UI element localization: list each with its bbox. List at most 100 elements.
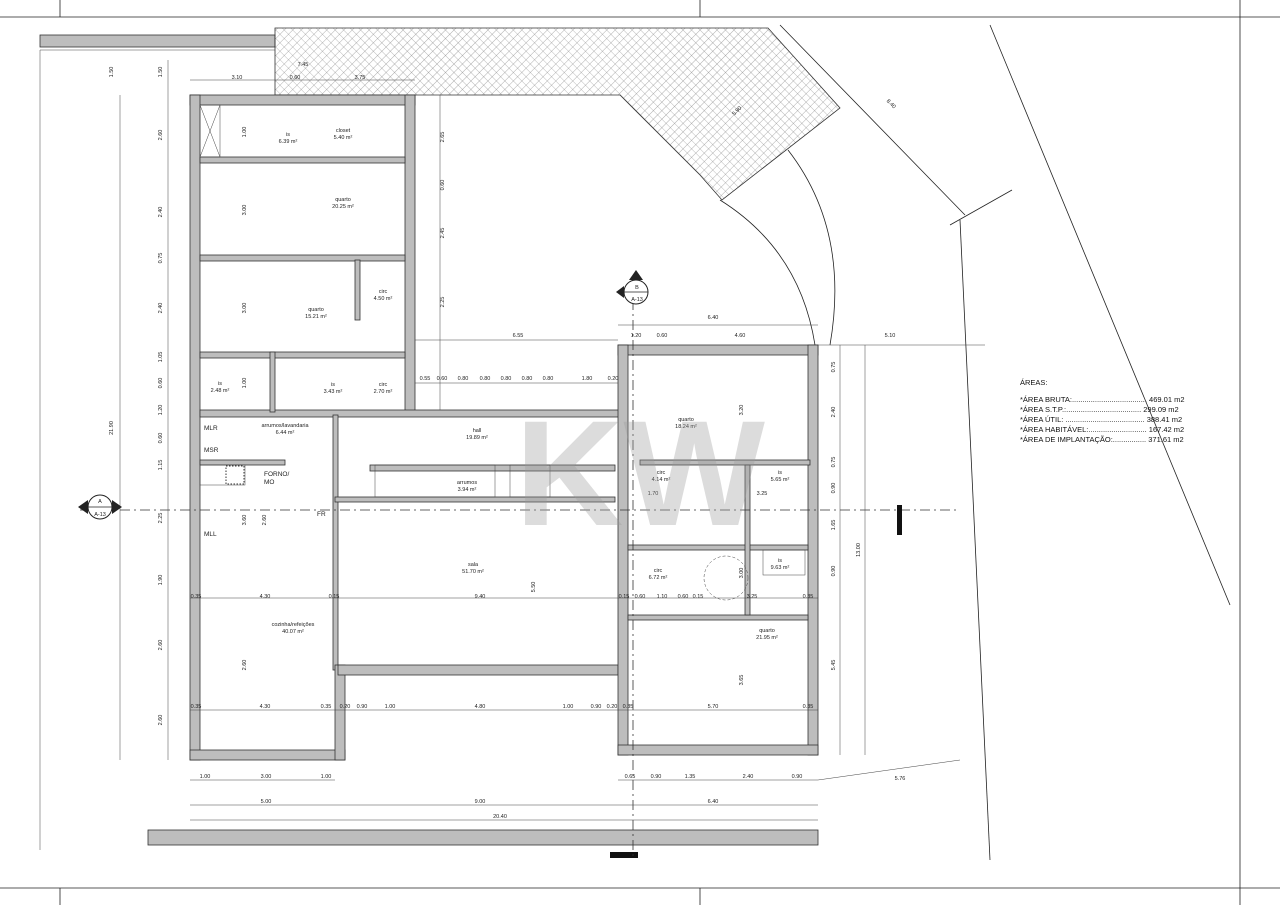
fixture-fr: FR xyxy=(317,511,326,518)
dimension-label: 9.40 xyxy=(475,594,486,600)
label: B xyxy=(635,285,639,291)
label: circ xyxy=(379,289,388,295)
fixture-mll: MLL xyxy=(204,531,217,538)
dimension-label: 1.10 xyxy=(657,594,668,600)
label: 15.21 m² xyxy=(305,314,327,320)
dimension-label: 4.30 xyxy=(260,704,271,710)
dimension-label: 7.45 xyxy=(298,62,309,68)
dimension-label: 0.90 xyxy=(357,704,368,710)
dimension-label: 0.35 xyxy=(803,704,814,710)
dimension-label: 1.70 xyxy=(648,491,659,497)
dimension-label: 0.60 xyxy=(158,378,164,389)
dimension-label: 0.80 xyxy=(480,376,491,382)
dimension-label: 0.80 xyxy=(458,376,469,382)
dimension-label: 3.20 xyxy=(739,405,745,416)
dimension-label: 0.15 xyxy=(619,594,630,600)
label: 18.24 m² xyxy=(675,424,697,430)
label: 4.14 m² xyxy=(652,477,671,483)
label: circ xyxy=(379,382,388,388)
dimension-label: 1.20 xyxy=(631,333,642,339)
dimension-label: 2.25 xyxy=(440,297,446,308)
dimension-label: 1.05 xyxy=(158,352,164,363)
dimension-label: 1.20 xyxy=(158,405,164,416)
dimension-label: 2.60 xyxy=(158,640,164,651)
dimension-label: 0.20 xyxy=(607,704,618,710)
dimension-label: 1.15 xyxy=(158,460,164,471)
label: 20.25 m² xyxy=(332,204,354,210)
dimension-label: 4.30 xyxy=(260,594,271,600)
dimension-label: 5.10 xyxy=(885,333,896,339)
label: A-13 xyxy=(94,512,106,518)
dimension-label: 0.60 xyxy=(290,75,301,81)
area-row: *ÁREA S.T.P.:...........................… xyxy=(1020,405,1179,414)
dimension-label: 5.00 xyxy=(261,799,272,805)
dimension-label: 3.00 xyxy=(242,303,248,314)
dimension-label: 0.35 xyxy=(623,704,634,710)
label: is xyxy=(218,381,222,387)
walls xyxy=(189,94,819,761)
dimension-label: 21.90 xyxy=(109,421,115,435)
label: 9.63 m² xyxy=(771,565,790,571)
label: 21.95 m² xyxy=(756,635,778,641)
dimension-label: 3.00 xyxy=(739,568,745,579)
label: cozinha/refeições xyxy=(272,622,315,628)
dimension-label: 1.00 xyxy=(563,704,574,710)
label: sala xyxy=(468,562,479,568)
fixture-forno: FORNO/ xyxy=(264,471,289,478)
turning-circle xyxy=(703,555,749,601)
areas-title: ÁREAS: xyxy=(1020,378,1048,387)
label: quarto xyxy=(308,307,324,313)
dimension-label: 5.76 xyxy=(895,776,906,782)
cooktop xyxy=(225,465,245,485)
curved-path xyxy=(719,199,816,346)
dimension-label: 20.40 xyxy=(493,814,507,820)
dimension-lines xyxy=(119,60,985,821)
dimension-label: 5.90 xyxy=(731,105,743,117)
dimension-label: 1.00 xyxy=(200,774,211,780)
dimension-label: 5.45 xyxy=(831,660,837,671)
label: quarto xyxy=(678,417,694,423)
area-row: *ÁREA HABITÁVEL:........................… xyxy=(1020,425,1184,434)
dimension-label: 2.60 xyxy=(158,715,164,726)
dimension-label: 13.00 xyxy=(856,543,862,557)
dimension-label: 0.65 xyxy=(625,774,636,780)
dimension-label: 2.40 xyxy=(158,303,164,314)
dimension-label: 0.80 xyxy=(501,376,512,382)
fixture-msr: MSR xyxy=(204,447,219,454)
dimension-label: 1.80 xyxy=(582,376,593,382)
dimension-label: 8.40 xyxy=(885,98,897,110)
label: quarto xyxy=(335,197,351,203)
label: 6.39 m² xyxy=(279,139,298,145)
label: quarto xyxy=(759,628,775,634)
dimension-label: 0.15 xyxy=(693,594,704,600)
marker-block xyxy=(610,852,638,858)
dimension-label: 0.80 xyxy=(543,376,554,382)
dimension-label: 0.35 xyxy=(803,594,814,600)
dimension-label: 6.55 xyxy=(513,333,524,339)
dimension-label: 2.25 xyxy=(158,513,164,524)
room-is-4: is5.65 m² xyxy=(771,470,790,483)
dimension-label: 0.35 xyxy=(191,704,202,710)
dimension-label: 1.65 xyxy=(831,520,837,531)
label: circ xyxy=(657,470,666,476)
label: hall xyxy=(473,428,482,434)
room-is-2: is3.43 m² xyxy=(324,382,343,395)
label: arrumos xyxy=(457,480,477,486)
dimension-label: 9.00 xyxy=(475,799,486,805)
dimension-label: 2.40 xyxy=(158,207,164,218)
dimension-label: 6.40 xyxy=(708,799,719,805)
room-is-3: is2.48 m² xyxy=(211,381,230,394)
kitchen-counter xyxy=(199,464,246,486)
dimension-label: 3.00 xyxy=(242,205,248,216)
shower xyxy=(199,104,221,158)
dimension-label: 0.90 xyxy=(591,704,602,710)
dimension-label: 0.60 xyxy=(635,594,646,600)
